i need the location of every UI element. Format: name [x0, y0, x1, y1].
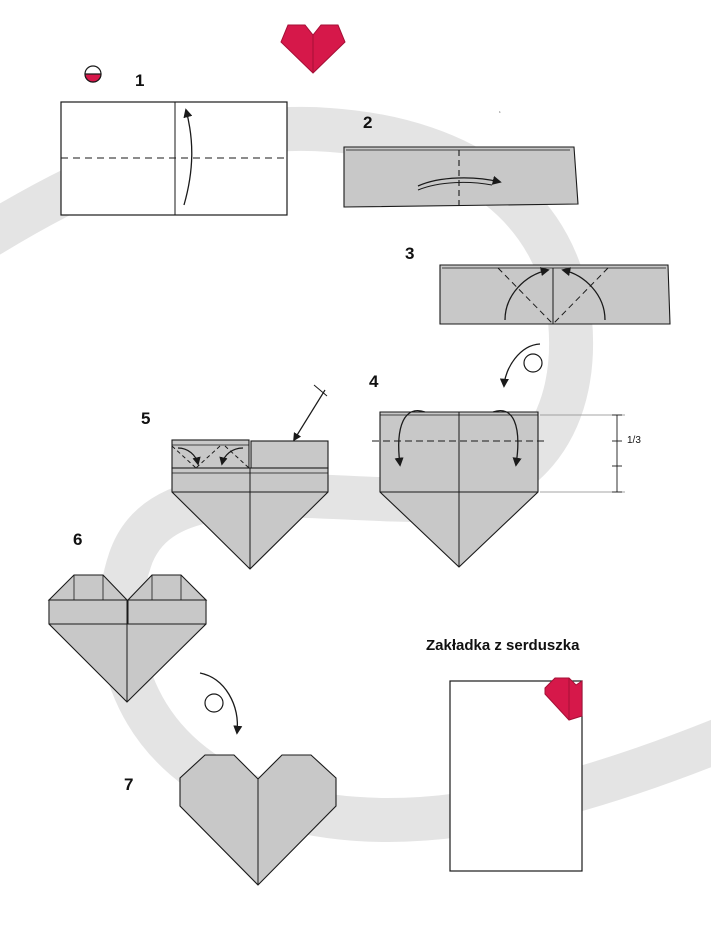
paper-side-icon: [84, 65, 102, 83]
step-number-4: 4: [369, 372, 379, 391]
step-number-7: 7: [124, 775, 134, 794]
stray-mark: ‘: [499, 110, 501, 119]
step-number-6: 6: [73, 530, 83, 549]
step4-heart: [372, 410, 625, 568]
step-number-2: 2: [363, 113, 373, 132]
fold-arrow-icon: [417, 175, 502, 187]
turn-over-icon: [499, 343, 543, 388]
cut-mark-icon: [293, 384, 328, 442]
step7-heart: [179, 754, 337, 886]
heart-icon: [280, 24, 346, 74]
step-number-1: 1: [135, 71, 145, 90]
bookmark-caption: Zakładka z serduszka: [426, 637, 580, 654]
bookmark-example: [449, 677, 583, 872]
step5-heart: [171, 439, 329, 570]
step-number-3: 3: [405, 244, 415, 263]
turn-over-icon-2: [199, 672, 243, 735]
step1-paper: [60, 101, 288, 216]
fraction-label: 1/3: [627, 435, 641, 446]
step3-paper: [439, 264, 671, 325]
step2-paper: [343, 146, 579, 208]
background-band: [0, 107, 711, 842]
step6-heart: [47, 574, 208, 703]
step-number-5: 5: [141, 409, 151, 428]
